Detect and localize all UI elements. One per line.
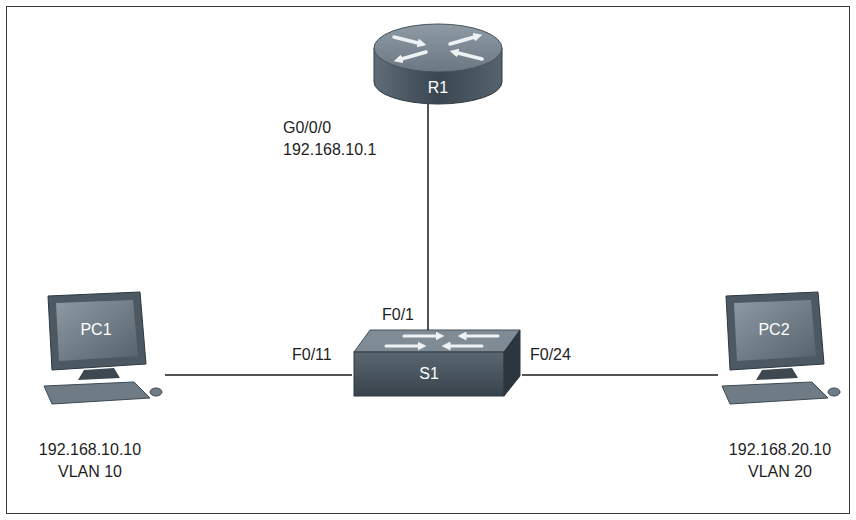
- vlan-name: VLAN 10: [58, 462, 122, 482]
- network-link: [522, 374, 718, 376]
- vlan-name: VLAN 20: [748, 462, 812, 482]
- node-label: R1: [374, 78, 502, 98]
- network-link: [165, 374, 352, 376]
- diagram-frame: [7, 7, 850, 514]
- pc-symbol: [44, 292, 162, 404]
- pc-node: PC1: [40, 292, 165, 407]
- router-node: R1: [372, 20, 504, 104]
- ip-address: 192.168.20.10: [729, 440, 831, 460]
- switch-symbol: [354, 330, 520, 396]
- port-name: F0/1: [382, 305, 414, 325]
- interface-name: G0/0/0: [283, 118, 331, 138]
- router-symbol: [374, 24, 502, 104]
- pc-node: PC2: [718, 292, 843, 407]
- pc-symbol: [722, 292, 840, 404]
- node-label: S1: [354, 364, 504, 384]
- port-name: F0/24: [530, 345, 571, 365]
- switch-node: S1: [352, 330, 522, 398]
- ip-address: 192.168.10.1: [283, 140, 376, 160]
- node-label: PC1: [56, 320, 136, 340]
- network-link: [427, 104, 429, 330]
- ip-address: 192.168.10.10: [39, 440, 141, 460]
- port-name: F0/11: [292, 345, 332, 365]
- node-label: PC2: [734, 320, 814, 340]
